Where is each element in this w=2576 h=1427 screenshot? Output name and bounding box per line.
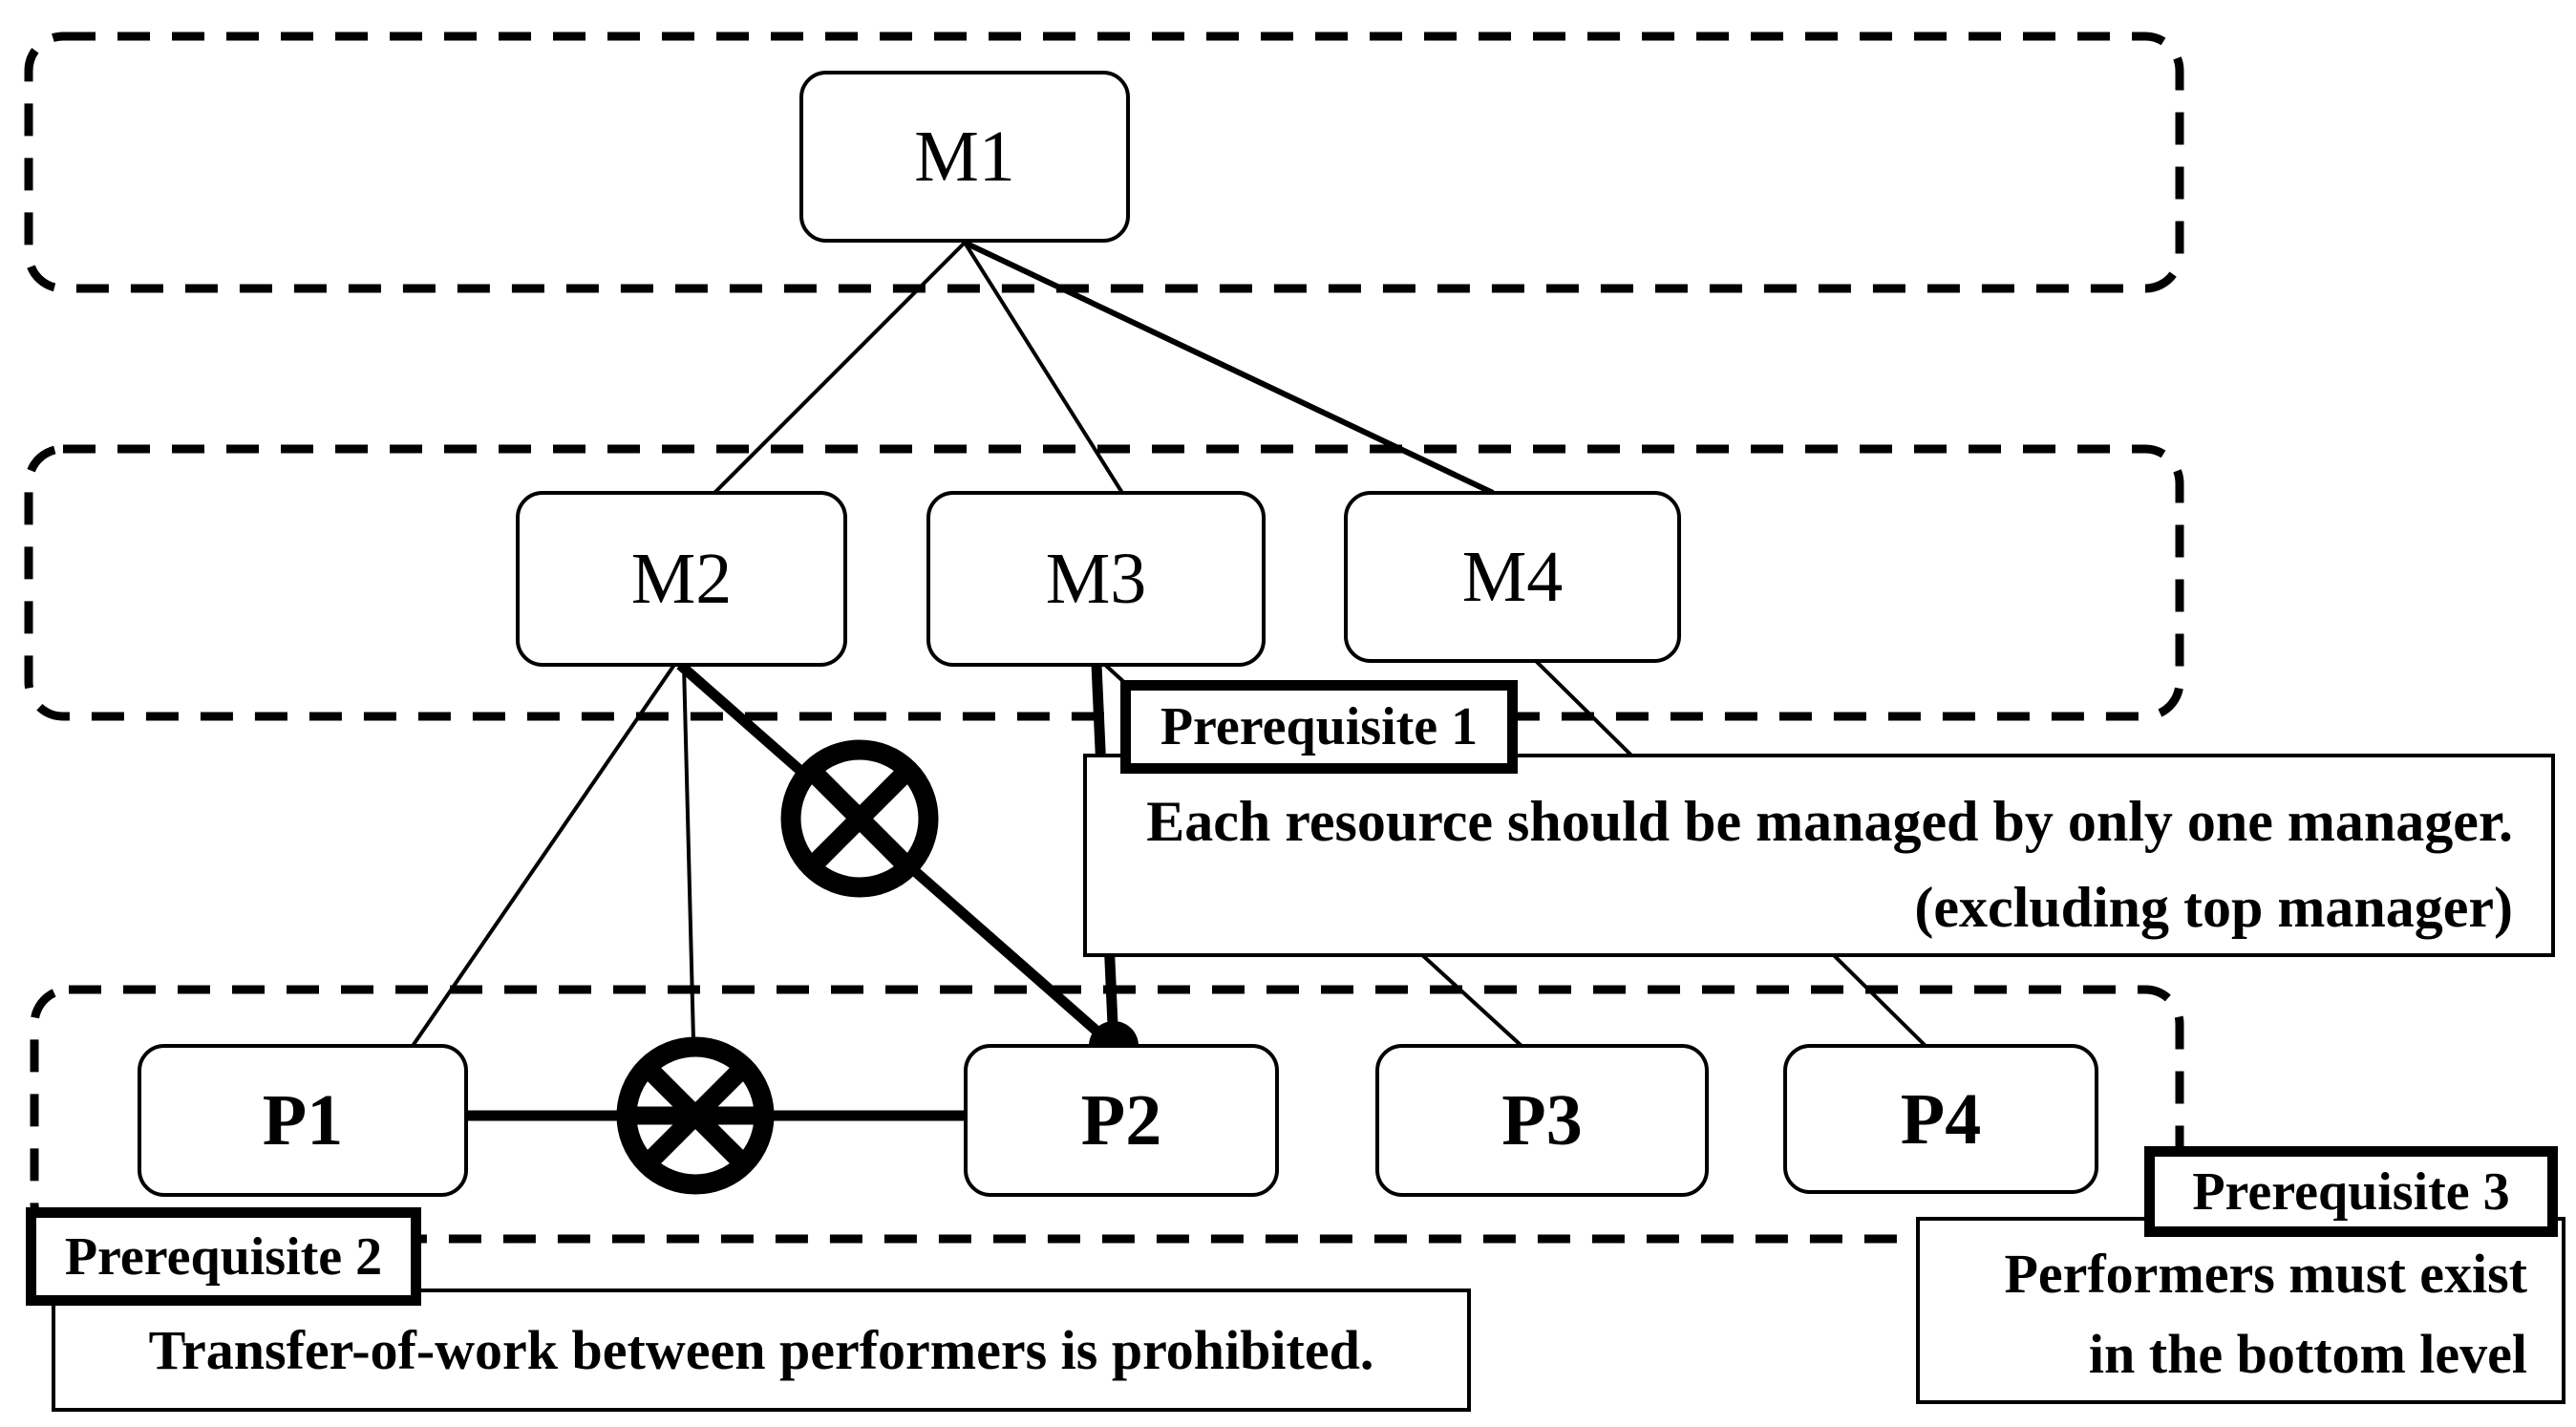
prerequisite-3-body: Performers must exist in the bottom leve… [1916, 1217, 2565, 1404]
prerequisite-2-text-line: Transfer-of-work between performers is p… [148, 1318, 1374, 1381]
top-level-container [24, 32, 2184, 293]
prerequisite-1-title: Prerequisite 1 [1120, 680, 1518, 774]
edge-m1-m3 [963, 241, 1124, 495]
node-m3-label: M3 [1045, 539, 1147, 619]
edge-m2-p1 [411, 663, 676, 1048]
node-p4-label: P4 [1900, 1078, 1982, 1160]
node-m2-label: M2 [630, 539, 733, 619]
prerequisite-3-title: Prerequisite 3 [2144, 1146, 2558, 1237]
node-p1: P1 [138, 1044, 468, 1197]
prerequisite-1-text-line: (excluding top manager) [1914, 876, 2513, 939]
node-p4: P4 [1783, 1044, 2098, 1194]
prerequisite-3-text-line: Performers must exist [2004, 1243, 2527, 1305]
prerequisite-1-text-line: Each resource should be managed by only … [1146, 790, 2513, 853]
node-m3: M3 [926, 491, 1266, 667]
prerequisite-3-text-line: in the bottom level [2088, 1323, 2527, 1385]
node-m4-label: M4 [1461, 537, 1564, 617]
node-m2: M2 [516, 491, 847, 667]
node-m1: M1 [799, 71, 1130, 243]
edge-m1-m2 [713, 241, 967, 495]
node-p3: P3 [1375, 1044, 1709, 1197]
prerequisite-2-body: Transfer-of-work between performers is p… [52, 1289, 1471, 1412]
edge-m1-m4 [963, 240, 1495, 496]
node-p2-label: P2 [1080, 1080, 1162, 1161]
prohibition-icon-p1-p2 [616, 1036, 775, 1195]
prohibition-icon-m2-p2 [780, 739, 939, 898]
prerequisite-1-body: Each resource should be managed by only … [1083, 754, 2555, 957]
prerequisite-2-title: Prerequisite 2 [26, 1207, 421, 1306]
node-p2: P2 [964, 1044, 1279, 1197]
middle-level-container [24, 444, 2184, 721]
node-m4: M4 [1344, 491, 1681, 663]
node-p3-label: P3 [1501, 1080, 1583, 1161]
node-p1-label: P1 [262, 1080, 344, 1161]
node-m1-label: M1 [914, 117, 1015, 197]
